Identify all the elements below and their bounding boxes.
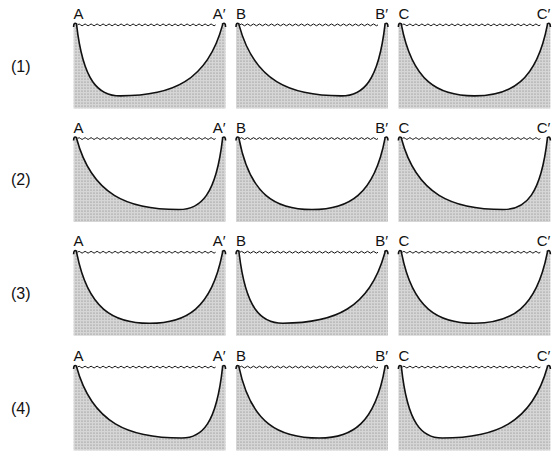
riverbed-fill	[398, 137, 550, 222]
section-end-label: A′	[213, 120, 226, 135]
row-number: (1)	[11, 59, 31, 75]
riverbed-outline	[236, 23, 388, 96]
riverbed-outline	[398, 366, 550, 439]
row-number: (4)	[11, 401, 31, 417]
section-end-label: B	[236, 120, 246, 135]
section-end-label: A′	[213, 348, 226, 363]
section-end-label: A′	[213, 233, 226, 248]
riverbed-fill	[398, 23, 550, 108]
riverbed-outline	[74, 366, 226, 439]
water-surface	[78, 366, 216, 368]
riverbed-outline	[398, 23, 550, 96]
water-surface	[78, 251, 216, 253]
section-end-label: B	[236, 6, 246, 21]
section-end-label: A	[74, 6, 84, 21]
riverbed-outline	[74, 23, 226, 96]
section-end-label: B	[236, 348, 246, 363]
water-surface	[240, 24, 378, 26]
riverbed-fill	[74, 137, 226, 222]
water-surface	[402, 366, 540, 368]
riverbed-fill	[236, 251, 388, 336]
water-surface	[402, 138, 540, 140]
riverbed-fill	[236, 366, 388, 451]
section-end-label: C	[398, 348, 409, 363]
section-end-label: C	[398, 120, 409, 135]
water-surface	[78, 138, 216, 140]
section-end-label: A	[74, 120, 84, 135]
riverbed-outline	[74, 137, 226, 210]
section-end-label: B′	[375, 6, 388, 21]
water-surface	[402, 251, 540, 253]
section-end-label: B′	[375, 348, 388, 363]
water-surface	[240, 251, 378, 253]
row-number: (2)	[11, 172, 31, 188]
channel-cross-section	[398, 137, 550, 222]
channel-cross-section	[236, 251, 388, 336]
channel-cross-section	[398, 23, 550, 108]
section-end-label: C′	[537, 6, 551, 21]
channel-cross-section	[398, 366, 550, 451]
channel-cross-section	[236, 137, 388, 222]
row-number: (3)	[11, 286, 31, 302]
riverbed-outline	[236, 137, 388, 210]
section-end-label: C	[398, 233, 409, 248]
water-surface	[402, 24, 540, 26]
channel-cross-section	[74, 23, 226, 108]
section-end-label: C	[398, 6, 409, 21]
riverbed-outline	[74, 251, 226, 324]
section-end-label: A	[74, 348, 84, 363]
section-end-label: C′	[537, 233, 551, 248]
channel-cross-section	[74, 137, 226, 222]
water-surface	[78, 24, 216, 26]
section-end-label: A′	[213, 6, 226, 21]
riverbed-fill	[236, 137, 388, 222]
channel-cross-section	[236, 23, 388, 108]
channel-cross-section	[236, 366, 388, 451]
riverbed-fill	[74, 251, 226, 336]
channel-cross-section	[74, 251, 226, 336]
section-end-label: C′	[537, 348, 551, 363]
section-end-label: B′	[375, 233, 388, 248]
water-surface	[240, 138, 378, 140]
riverbed-outline	[236, 251, 388, 324]
channel-cross-section	[398, 251, 550, 336]
riverbed-fill	[74, 366, 226, 451]
riverbed-fill	[236, 23, 388, 108]
water-surface	[240, 366, 378, 368]
section-end-label: B	[236, 233, 246, 248]
riverbed-outline	[236, 366, 388, 439]
section-end-label: B′	[375, 120, 388, 135]
riverbed-fill	[398, 366, 550, 451]
riverbed-outline	[398, 137, 550, 210]
riverbed-fill	[74, 23, 226, 108]
channel-cross-section	[74, 366, 226, 451]
section-end-label: C′	[537, 120, 551, 135]
riverbed-outline	[398, 251, 550, 324]
riverbed-fill	[398, 251, 550, 336]
section-end-label: A	[74, 233, 84, 248]
